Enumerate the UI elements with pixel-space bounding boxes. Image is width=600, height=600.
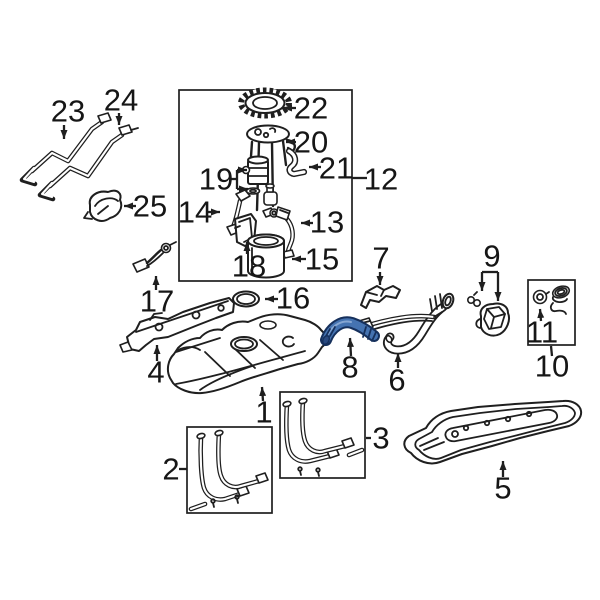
part-filter-canister: [263, 183, 278, 206]
part-15-reservoir-cup: [247, 233, 285, 279]
part-4-tank-bracket: [119, 297, 235, 353]
part-2-tank-strap-box: [186, 426, 273, 514]
part-7-bracket: [360, 285, 401, 309]
part-24-fuel-tube: [37, 124, 139, 202]
callout-leaders: [60, 104, 554, 477]
part-3-tank-strap-box: [279, 391, 366, 479]
callout-22: 22: [294, 91, 328, 126]
callout-1: 1: [255, 395, 272, 430]
part-23-fuel-tube: [19, 112, 112, 187]
callout-5: 5: [494, 471, 511, 506]
callout-11: 11: [526, 315, 558, 350]
callout-20: 20: [294, 125, 328, 160]
part-8-filler-hose-highlighted: [320, 316, 380, 346]
callout-23: 23: [51, 94, 85, 129]
callout-2: 2: [162, 452, 179, 487]
callout-10: 10: [535, 349, 569, 384]
callout-17: 17: [140, 284, 174, 319]
part-21-hose: [285, 147, 308, 178]
part-17-wire: [132, 241, 177, 273]
part-10-fuel-cap-box: [527, 279, 576, 346]
callout-6: 6: [388, 363, 405, 398]
part-5-skid-plate: [403, 399, 583, 465]
callout-4: 4: [147, 355, 164, 390]
part-22-lock-ring: [238, 87, 292, 119]
callout-16: 16: [276, 281, 310, 316]
part-25-protector: [83, 189, 123, 222]
part-16-gasket-ring: [232, 290, 260, 308]
callout-9: 9: [483, 239, 500, 274]
callout-25: 25: [133, 189, 167, 224]
callout-15: 15: [305, 242, 339, 277]
callout-21: 21: [319, 151, 353, 186]
callout-19: 19: [199, 162, 233, 197]
callout-8: 8: [341, 350, 358, 385]
callout-3: 3: [372, 421, 389, 456]
part-1-fuel-tank: [166, 313, 327, 395]
callout-24: 24: [104, 83, 138, 118]
callout-14: 14: [178, 195, 212, 230]
part-19-fuel-pump: [241, 155, 269, 195]
callout-7: 7: [372, 241, 389, 276]
callout-18: 18: [232, 249, 266, 284]
callout-13: 13: [310, 205, 344, 240]
part-9-filler-protector: [466, 291, 510, 337]
callout-12: 12: [364, 162, 398, 197]
callout-labels: 1 2 3 4 5 6 7 8 9 10 11 12 13 14 15 16 1…: [51, 83, 569, 506]
